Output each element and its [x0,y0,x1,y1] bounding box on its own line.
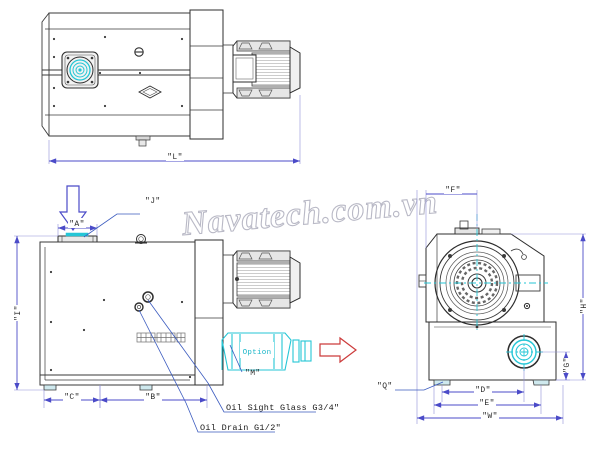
front-motor-assembly [194,239,301,386]
dimension-label-H: "H" [580,298,589,314]
leader-oil-drain [138,309,187,404]
dimension-label-A: "A" [69,220,85,229]
top-inlet-flange [61,51,99,89]
dimension-label-W: "W" [482,412,498,421]
top-nameplate [138,85,162,99]
front-bolt-dots [49,270,192,379]
dimension-label-F: "F" [445,186,461,195]
leader-oil-sight-glass [147,299,209,384]
front-dimensions: "A" "I" "C" "B" [10,218,208,408]
front-view: Option [39,185,357,391]
front-lifting-eye [135,234,147,244]
side-dimensions: "F" "H" "G" "D" "E" "W" "Q" [377,184,589,424]
dimension-label-E: "E" [479,399,495,408]
leader-Q [395,381,444,391]
top-body-left-chamfer [41,12,50,137]
top-drain-fitting [135,135,151,147]
dimension-label-B: "B" [145,393,161,402]
top-bolt-dots [52,35,184,108]
side-centerlines [424,214,548,372]
dimension-label-J: "J" [145,197,161,206]
option-silencer: Option [221,332,312,371]
outlet-flow-arrow [319,336,357,364]
dimension-label-M: "M" [245,369,261,378]
dimension-L: "L" [48,95,301,164]
dimension-label-L: "L" [167,153,183,162]
note-oil-sight-glass: Oil Sight Glass G3/4" [226,403,339,413]
leader-J [83,213,140,238]
dimension-label-D: "D" [475,386,491,395]
top-oil-fill-plug [134,47,144,57]
option-label: Option [243,349,272,357]
front-leaders [83,213,316,433]
dimension-label-Q: "Q" [377,382,393,391]
dimension-label-I: "I" [14,305,23,321]
top-motor [232,40,301,99]
top-coupling-housing [189,9,234,140]
front-oil-ports [134,291,186,343]
top-view [41,9,301,147]
dimension-label-C: "C" [64,393,80,402]
leader-M [229,344,243,373]
dimension-label-G: "G" [563,357,572,373]
note-oil-drain: Oil Drain G1/2" [200,423,281,433]
